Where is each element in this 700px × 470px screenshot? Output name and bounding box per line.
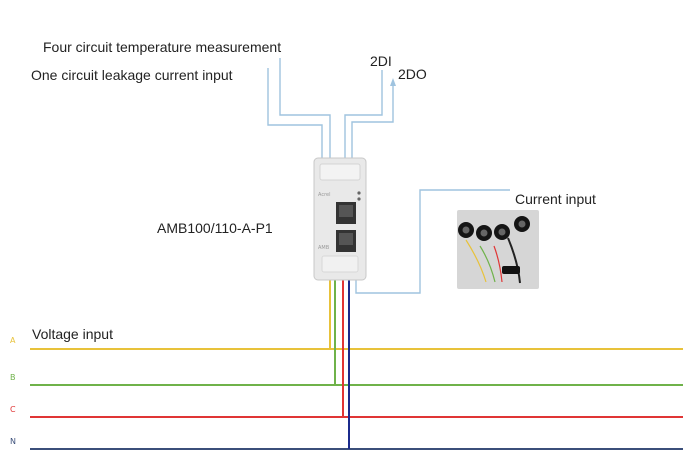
do-wire [351,82,394,160]
model-label: AMB100/110-A-P1 [157,220,273,236]
do-label: 2DO [398,66,427,82]
leakage-label: One circuit leakage current input [31,67,233,83]
current-wire [355,189,510,294]
phase-c-label: C [10,405,16,414]
voltage-input-label: Voltage input [32,326,113,342]
device-brand-text: Acrel [318,192,331,198]
amb-device: Acrel AMB [313,157,367,281]
di-wire [344,70,383,160]
leakage-wire [267,68,323,160]
temperature-wire [279,58,331,160]
device-model-small-text: AMB [318,245,330,251]
phase-n-label: N [10,437,16,446]
di-label: 2DI [370,53,392,69]
current-sensor-image [457,210,539,289]
temperature-label: Four circuit temperature measurement [43,39,282,55]
phase-a-label: A [10,336,16,345]
current-input-label: Current input [515,191,596,207]
phase-b-label: B [10,373,16,382]
do-arrow [390,78,396,86]
